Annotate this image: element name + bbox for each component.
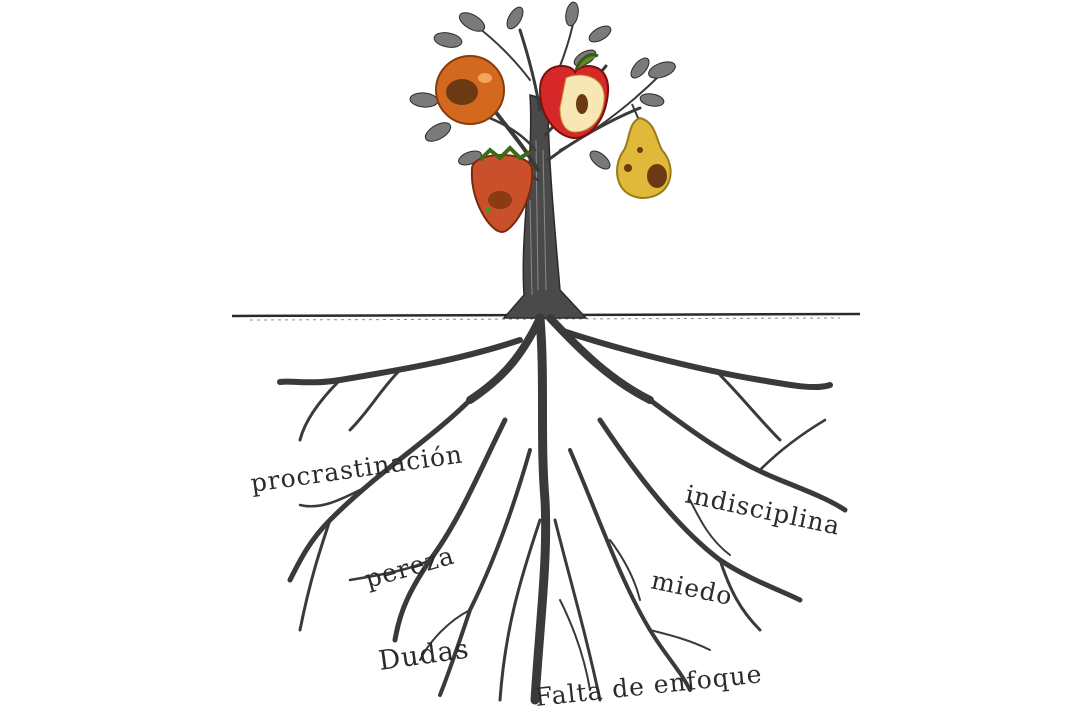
label-lack-of-focus: Falta de enfoque <box>534 659 764 712</box>
label-fear: miedo <box>649 566 736 612</box>
rotten-orange <box>436 56 504 124</box>
rotten-strawberry <box>472 148 532 232</box>
label-procrastination: procrastinación <box>249 439 465 497</box>
label-laziness: pereza <box>362 541 458 594</box>
cut-apple <box>540 55 608 138</box>
label-doubts: Dudas <box>377 634 472 677</box>
rotten-pear <box>617 104 671 198</box>
